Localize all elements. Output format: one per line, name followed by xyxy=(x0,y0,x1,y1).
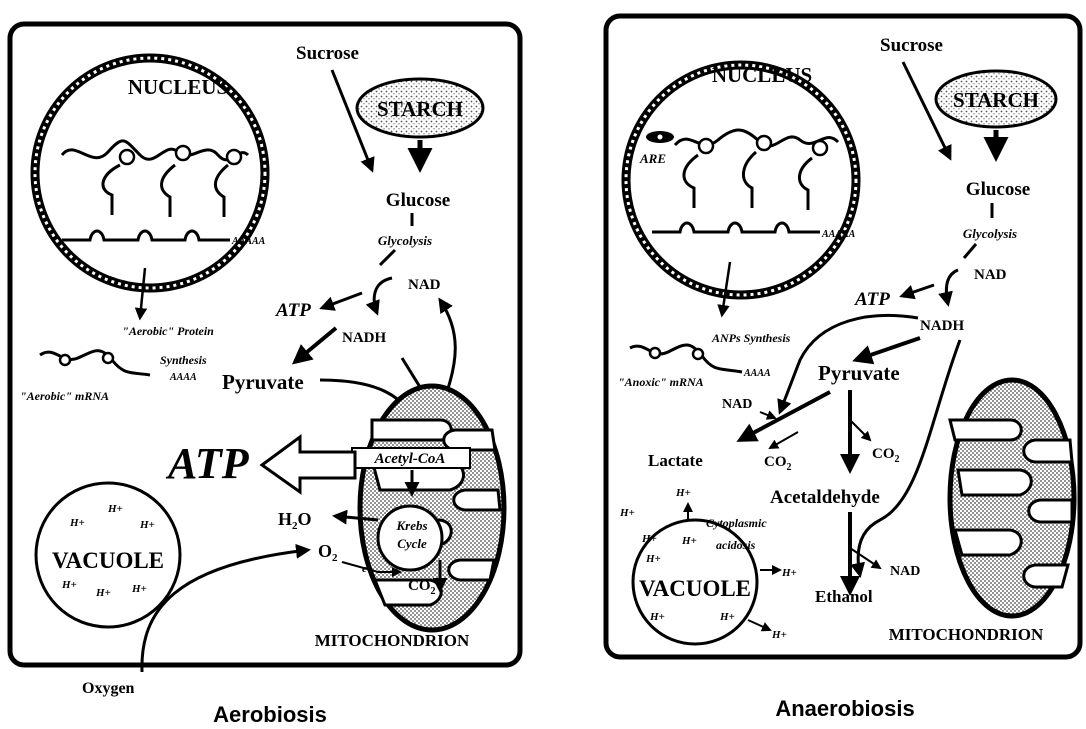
cytoplasmic-mrna: AAAA "Anoxic" mRNA xyxy=(618,345,771,389)
glucose-label: Glucose xyxy=(966,179,1030,200)
atp-small-label: ATP xyxy=(275,300,311,321)
nad-label: NAD xyxy=(890,564,920,579)
polyA-tail: AAAAA xyxy=(821,229,856,240)
aerobiosis-panel: NUCLEUS AAAAA "Aerobic" Protein Synthesi… xyxy=(10,24,520,727)
aerobic-mrna-label: "Aerobic" mRNA xyxy=(20,389,109,403)
co2-label: CO2 xyxy=(872,446,900,465)
glucose-label: Glucose xyxy=(386,190,450,211)
glycolysis-label: Glycolysis xyxy=(963,226,1017,241)
nadh-label: NADH xyxy=(920,318,964,334)
atp-big-arrow xyxy=(262,437,355,492)
h-ion: H+ xyxy=(675,487,691,499)
nucleus-label: NUCLEUS xyxy=(128,75,228,99)
mitochondrion xyxy=(950,380,1074,616)
acidosis-label: acidosis xyxy=(716,538,756,552)
h-ion: H+ xyxy=(619,507,635,519)
h-ion: H+ xyxy=(69,517,85,529)
h-ion: H+ xyxy=(719,611,735,623)
starch-label: STARCH xyxy=(377,97,463,121)
h-ion: H+ xyxy=(131,583,147,595)
nad-label: NAD xyxy=(974,267,1007,283)
anaerobiosis-caption: Anaerobiosis xyxy=(775,696,914,721)
h-ion: H+ xyxy=(95,587,111,599)
sucrose-label: Sucrose xyxy=(296,43,359,64)
oxygen-label: Oxygen xyxy=(82,680,135,697)
h-ion: H+ xyxy=(771,629,787,641)
mitochondrion-label: MITOCHONDRION xyxy=(315,631,470,650)
h-ion: H+ xyxy=(781,567,797,579)
synthesis-label: Synthesis xyxy=(160,353,207,367)
vacuole-label: VACUOLE xyxy=(639,576,751,601)
anaerobiosis-panel: NUCLEUS ARE AAAAA ANPs Synthesis AAAA "A… xyxy=(606,16,1080,721)
h-ion: H+ xyxy=(645,553,661,565)
glycolysis-label: Glycolysis xyxy=(378,233,432,248)
cytoplasmic-label: Cytoplasmic xyxy=(706,516,767,530)
anoxic-mrna-label: "Anoxic" mRNA xyxy=(618,375,704,389)
oxygen-arrow xyxy=(142,550,308,672)
h2o-label: H2O xyxy=(278,509,312,532)
polyA-cyto: AAAA xyxy=(169,372,197,383)
h-ion: H+ xyxy=(681,535,697,547)
o2-label: O2 xyxy=(318,541,338,564)
lactate-label: Lactate xyxy=(648,451,703,470)
h-ion: H+ xyxy=(61,579,77,591)
starch-label: STARCH xyxy=(953,88,1039,112)
acetaldehyde-label: Acetaldehyde xyxy=(770,487,880,508)
nad-label: NAD xyxy=(408,277,441,293)
mitochondrion-label: MITOCHONDRION xyxy=(889,625,1044,644)
vacuole: VACUOLE Cytoplasmic acidosis H+ H+ H+ H+… xyxy=(619,487,797,644)
aerobic-protein-label: "Aerobic" Protein xyxy=(122,324,214,338)
nadh-label: NADH xyxy=(342,330,386,346)
polyA-tail: AAAAA xyxy=(231,236,266,247)
cytoplasmic-mrna: Synthesis AAAA "Aerobic" mRNA xyxy=(20,351,207,403)
atp-small-label: ATP xyxy=(854,289,890,310)
atp-big-label: ATP xyxy=(165,439,250,488)
nucleus: NUCLEUS AAAAA xyxy=(35,58,266,318)
starch-granule: STARCH xyxy=(357,79,483,137)
aerobiosis-caption: Aerobiosis xyxy=(213,702,327,727)
are-label: ARE xyxy=(639,151,666,166)
nad-small-label: NAD xyxy=(722,397,752,412)
pyruvate-label: Pyruvate xyxy=(818,361,900,385)
h-ion: H+ xyxy=(107,503,123,515)
polyA-cyto: AAAA xyxy=(743,368,771,379)
h-ion: H+ xyxy=(139,519,155,531)
nucleus: NUCLEUS ARE AAAAA xyxy=(626,63,856,315)
cycle-label: Cycle xyxy=(397,536,427,551)
h-ion: H+ xyxy=(641,533,657,545)
vacuole: VACUOLE H+ H+ H+ H+ H+ H+ xyxy=(36,483,180,627)
mitochondrion: Acetyl-CoA Krebs Cycle CO2 xyxy=(352,386,504,630)
krebs-label: Krebs xyxy=(395,518,427,533)
h-ion: H+ xyxy=(649,611,665,623)
ethanol-label: Ethanol xyxy=(815,587,873,606)
nucleus-label: NUCLEUS xyxy=(712,63,812,87)
vacuole-label: VACUOLE xyxy=(52,548,164,573)
sucrose-label: Sucrose xyxy=(880,35,943,56)
pyruvate-label: Pyruvate xyxy=(222,370,304,394)
anps-synthesis-label: ANPs Synthesis xyxy=(711,331,791,345)
acetyl-coa-label: Acetyl-CoA xyxy=(374,451,446,467)
starch-granule: STARCH xyxy=(936,71,1056,127)
co2-label: CO2 xyxy=(764,454,792,473)
